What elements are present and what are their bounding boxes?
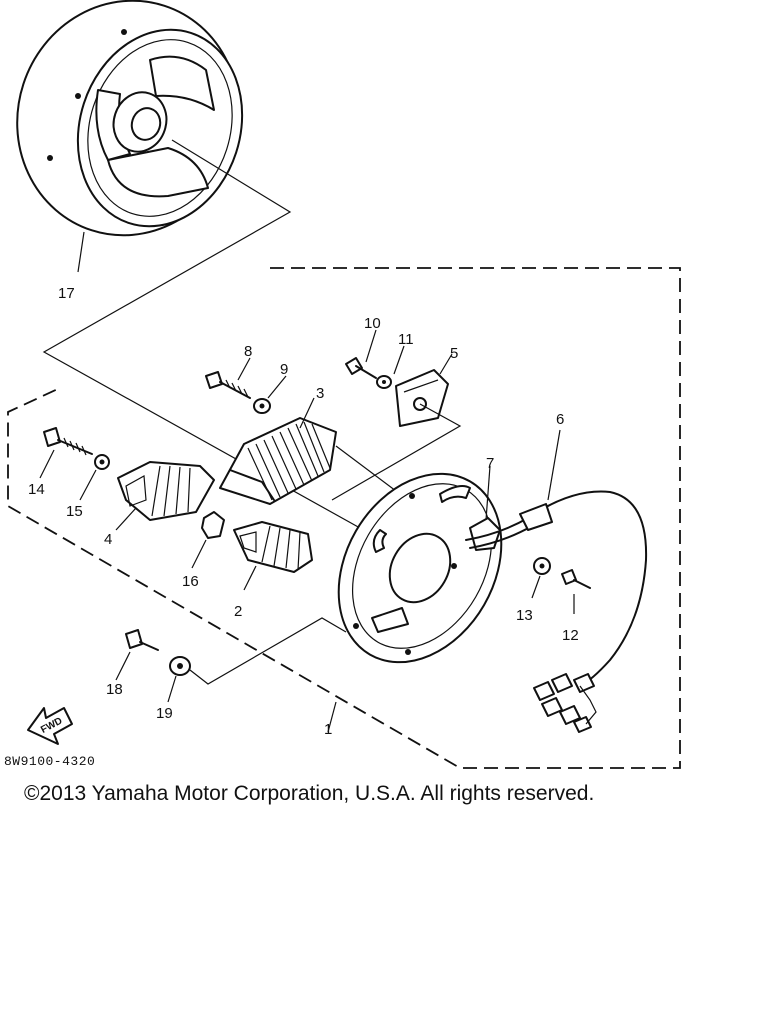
callout-18: 18 [106,681,123,698]
rotor-flywheel [16,0,244,237]
part-16-spacer [201,511,225,539]
part-5-block [395,369,449,427]
callout-12: 12 [562,627,579,644]
part-14-bolt [43,427,93,456]
callout-1: 1 [324,721,332,738]
part-9-washer [253,398,271,414]
part-8-screw [205,371,251,399]
callout-13: 13 [516,607,533,624]
part-13-washer [533,557,551,575]
part-15-washer [94,454,110,470]
callout-10: 10 [364,315,381,332]
part-10-screw [345,357,377,379]
callout-4: 4 [104,531,112,548]
part-19-washer [169,656,191,676]
part-2-pickup-coil [233,521,313,573]
callout-3: 3 [316,385,324,402]
callout-17: 17 [58,285,75,302]
part-1-stator-plate [337,472,503,664]
callout-9: 9 [280,361,288,378]
part-4-coil [117,461,215,521]
callout-7: 7 [486,455,494,472]
callout-14: 14 [28,481,45,498]
copyright-notice: ©2013 Yamaha Motor Corporation, U.S.A. A… [24,782,595,805]
callout-16: 16 [182,573,199,590]
callout-5: 5 [450,345,458,362]
fwd-arrow-icon: FWD [27,707,73,745]
callout-2: 2 [234,603,242,620]
callout-19: 19 [156,705,173,722]
callout-15: 15 [66,503,83,520]
callout-8: 8 [244,343,252,360]
callout-6: 6 [556,411,564,428]
part-12-screw [561,569,591,589]
diagram-code: 8W9100-4320 [4,754,96,769]
callout-11: 11 [398,331,414,348]
part-3-coil [219,417,337,505]
part-6-wire-harness [465,490,648,733]
part-11-washer [376,375,392,389]
part-18-bolt [125,629,159,651]
exploded-parts-diagram: 17 1 2 3 4 5 6 7 8 9 10 11 12 13 14 15 1… [7,0,681,769]
